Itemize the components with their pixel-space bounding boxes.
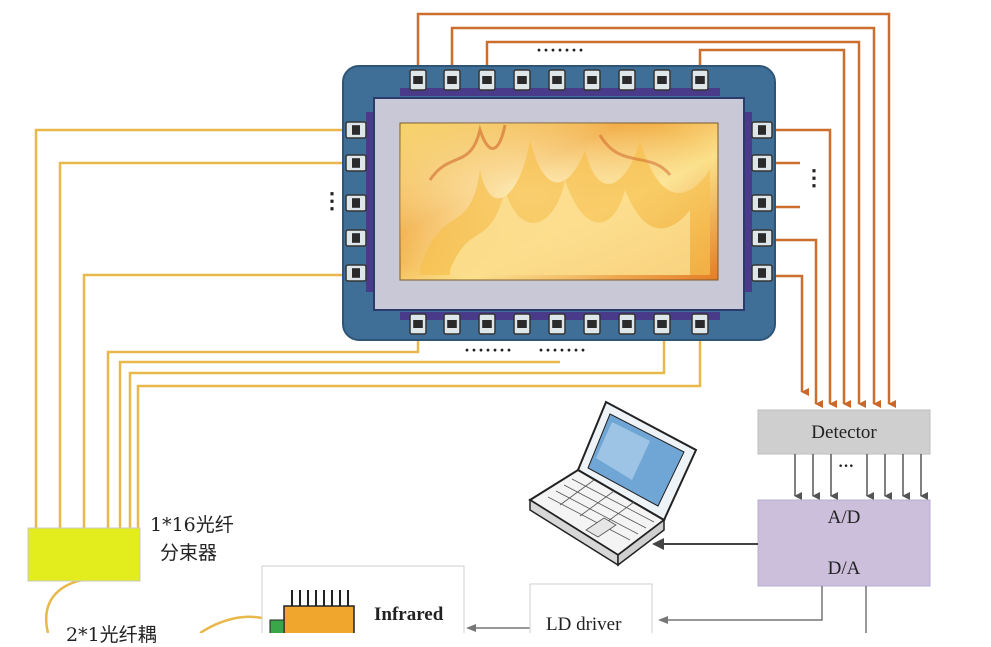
right-connector-core xyxy=(758,233,766,243)
bottom-connectors xyxy=(409,313,709,335)
ad-to-laptop-arrow xyxy=(652,538,758,550)
splitter-label-line2: 分束器 xyxy=(160,542,218,564)
top-connector-core xyxy=(413,76,423,84)
top-dots: ······· xyxy=(536,40,586,60)
top-connector-core xyxy=(447,76,457,84)
top-connector-core xyxy=(517,76,527,84)
detector-box xyxy=(757,409,931,455)
infrared-label: Infrared xyxy=(374,604,444,625)
orange-fiber-bundle xyxy=(416,12,896,408)
laptop-icon xyxy=(528,400,698,567)
ad-da-box xyxy=(757,499,931,587)
system-diagram xyxy=(27,12,931,633)
right-connectors xyxy=(751,121,773,282)
da-to-driver-lines xyxy=(658,586,867,633)
fiber-splitter-box xyxy=(27,527,141,582)
left-connector-core xyxy=(352,198,360,208)
combustion-chamber xyxy=(342,65,776,341)
ld-driver-box xyxy=(529,583,653,633)
left-dots: ⋮ xyxy=(321,188,343,213)
top-connector-core xyxy=(657,76,667,84)
bottom-connector-core xyxy=(552,320,562,328)
bottom-connector-core xyxy=(447,320,457,328)
right-connector-core xyxy=(758,125,766,135)
bottom-connector-core xyxy=(482,320,492,328)
bottom-right-dots: ······· xyxy=(538,340,588,360)
ad-label: A/D xyxy=(827,507,861,528)
coupler-label: 2*1光纤耦 xyxy=(66,624,157,646)
top-connectors xyxy=(409,69,709,91)
bottom-connector-core xyxy=(413,320,423,328)
da-label: D/A xyxy=(827,558,861,579)
right-connector-core xyxy=(758,198,766,208)
bottom-connector-core xyxy=(517,320,527,328)
top-connector-core xyxy=(552,76,562,84)
splitter-label-line1: 1*16光纤 xyxy=(150,514,234,536)
bottom-connector-core xyxy=(622,320,632,328)
left-connectors xyxy=(345,121,367,282)
left-connector-core xyxy=(352,268,360,278)
right-connector-core xyxy=(758,158,766,168)
left-connector-core xyxy=(352,158,360,168)
top-connector-core xyxy=(622,76,632,84)
detector-to-ad-arrows xyxy=(794,454,928,500)
detector-output-dots: ··· xyxy=(838,458,855,475)
bottom-left-dots: ······· xyxy=(464,340,514,360)
right-dots: ⋮ xyxy=(803,165,825,190)
left-connector-core xyxy=(352,125,360,135)
top-connector-core xyxy=(587,76,597,84)
bottom-connector-core xyxy=(695,320,705,328)
infrared-laser-icon xyxy=(269,590,355,633)
top-connector-core xyxy=(482,76,492,84)
bottom-connector-core xyxy=(657,320,667,328)
top-connector-core xyxy=(695,76,705,84)
driver-to-infrared-arrow xyxy=(466,624,530,632)
right-connector-core xyxy=(758,268,766,278)
bottom-connector-core xyxy=(587,320,597,328)
ld-driver-label: LD driver xyxy=(546,614,622,635)
detector-label: Detector xyxy=(811,422,877,443)
left-connector-core xyxy=(352,233,360,243)
